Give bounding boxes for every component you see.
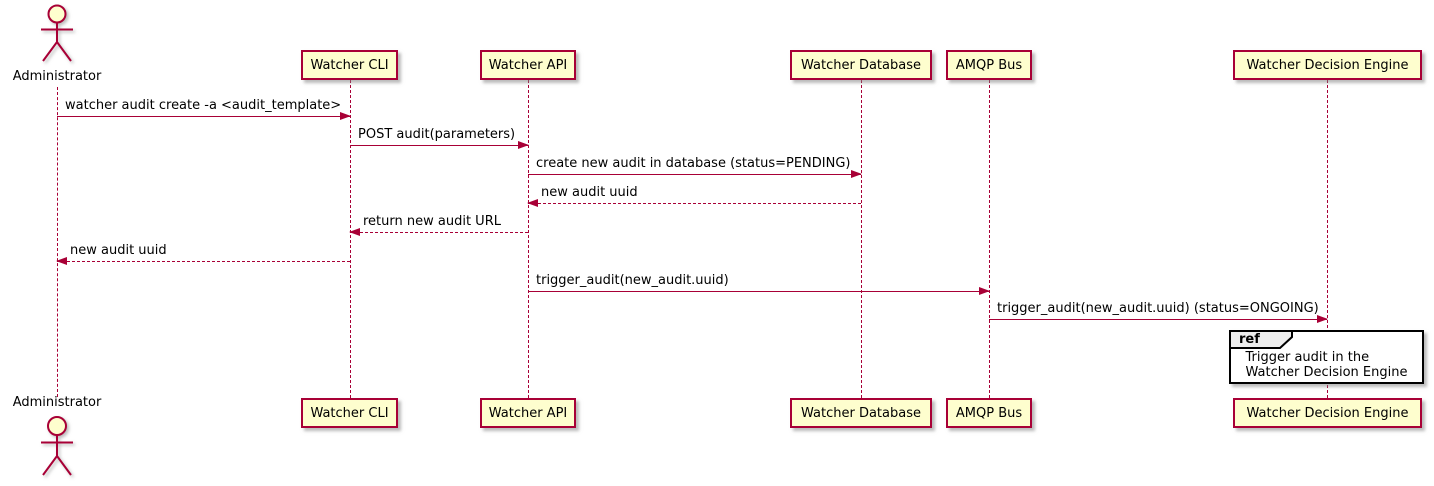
lifeline-watcher-cli — [350, 80, 351, 398]
participant-label: AMQP Bus — [955, 57, 1023, 73]
message-line — [528, 291, 989, 292]
message-label: trigger_audit(new_audit.uuid) (status=ON… — [997, 301, 1319, 316]
participant-label: Watcher Decision Engine — [1246, 57, 1409, 73]
participant-label: Watcher CLI — [310, 57, 389, 73]
participant-label: Watcher Database — [801, 405, 921, 421]
ref-fragment: ref Trigger audit in the Watcher Decisio… — [1229, 330, 1424, 384]
participant-label: Watcher API — [488, 405, 568, 421]
message-label: trigger_audit(new_audit.uuid) — [536, 273, 729, 288]
message-line — [350, 145, 528, 146]
participant-label: AMQP Bus — [955, 405, 1023, 421]
lifeline-watcher-api — [528, 80, 529, 398]
ref-text-line-1: Trigger audit in the — [1245, 350, 1370, 365]
arrowhead-right-icon — [851, 170, 862, 178]
message-label: POST audit(parameters) — [358, 127, 516, 142]
ref-keyword: ref — [1239, 332, 1260, 347]
actor-label-top: Administrator — [12, 69, 102, 84]
arrowhead-right-icon — [979, 287, 990, 295]
arrowhead-right-icon — [340, 112, 351, 120]
participant-bottom-watcher-decision-engine: Watcher Decision Engine — [1233, 398, 1422, 428]
participant-top-watcher-cli: Watcher CLI — [301, 50, 398, 80]
participant-label: Watcher CLI — [310, 405, 389, 421]
participant-label: Watcher Database — [801, 57, 921, 73]
arrowhead-left-icon — [527, 199, 538, 207]
message-line — [528, 174, 861, 175]
participant-top-watcher-api: Watcher API — [480, 50, 576, 80]
message-line — [528, 203, 861, 204]
arrowhead-left-icon — [56, 257, 67, 265]
ref-text: Trigger audit in the Watcher Decision En… — [1246, 350, 1408, 380]
participant-top-watcher-decision-engine: Watcher Decision Engine — [1233, 50, 1422, 80]
actor-icon — [41, 416, 73, 476]
arrowhead-right-icon — [1317, 315, 1328, 323]
ref-body: Trigger audit in the Watcher Decision En… — [1231, 350, 1422, 380]
ref-text-line-2: Watcher Decision Engine — [1245, 365, 1408, 380]
lifeline-watcher-database — [861, 80, 862, 398]
participant-top-amqp-bus: AMQP Bus — [946, 50, 1032, 80]
message-label: return new audit URL — [363, 214, 501, 229]
message-line — [989, 319, 1327, 320]
lifeline-amqp-bus — [989, 80, 990, 398]
lifeline-administrator — [57, 87, 58, 397]
message-label: watcher audit create -a <audit_template> — [65, 98, 342, 113]
message-label: new audit uuid — [541, 185, 638, 200]
actor-icon — [41, 4, 73, 62]
ref-tab-icon — [1229, 330, 1293, 349]
lifeline-watcher-decision-engine — [1327, 80, 1328, 398]
message-line — [57, 261, 350, 262]
participant-top-watcher-database: Watcher Database — [790, 50, 932, 80]
participant-bottom-amqp-bus: AMQP Bus — [946, 398, 1032, 428]
arrowhead-right-icon — [518, 141, 529, 149]
participant-label: Watcher Decision Engine — [1246, 405, 1409, 421]
message-label: create new audit in database (status=PEN… — [536, 156, 851, 171]
message-label: new audit uuid — [70, 243, 167, 258]
arrowhead-left-icon — [349, 228, 360, 236]
message-line — [57, 116, 350, 117]
actor-label-bottom: Administrator — [12, 395, 102, 410]
participant-bottom-watcher-api: Watcher API — [480, 398, 576, 428]
participant-bottom-watcher-cli: Watcher CLI — [301, 398, 398, 428]
participant-bottom-watcher-database: Watcher Database — [790, 398, 932, 428]
participant-label: Watcher API — [488, 57, 568, 73]
message-line — [350, 232, 528, 233]
